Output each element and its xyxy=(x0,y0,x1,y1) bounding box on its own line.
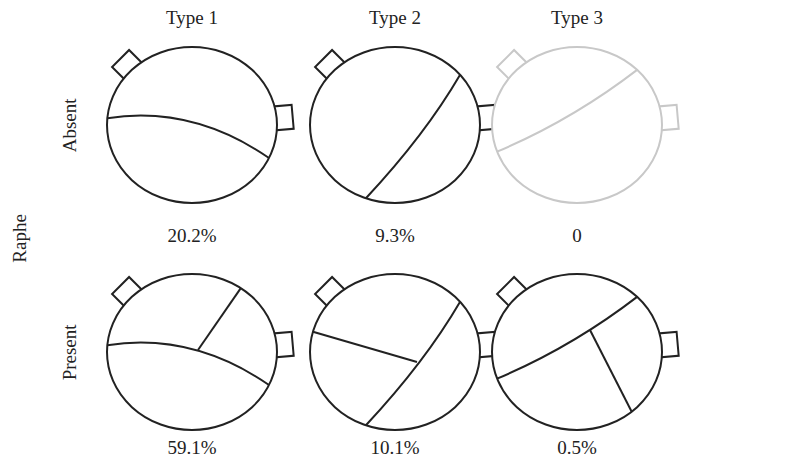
valve-annulus xyxy=(310,47,480,203)
valve-type2-present xyxy=(310,274,497,430)
valve-type2-absent xyxy=(310,47,497,203)
valve-type1-present xyxy=(107,274,294,430)
valve-annulus xyxy=(492,47,662,203)
valve-annulus xyxy=(492,274,662,430)
commissure-line xyxy=(107,343,269,385)
commissure-line xyxy=(107,116,269,158)
valve-type3-absent xyxy=(492,47,679,203)
commissure-line xyxy=(497,70,637,152)
commissure-line xyxy=(366,75,460,199)
raphe-line xyxy=(198,288,241,350)
column-header: Type 2 xyxy=(369,7,421,30)
percentage-value: 0.5% xyxy=(557,437,597,460)
percentage-value: 20.2% xyxy=(167,225,216,248)
raphe-line xyxy=(313,332,417,362)
axis-label: Raphe xyxy=(9,214,32,263)
percentage-value: 10.1% xyxy=(370,437,419,460)
raphe-line xyxy=(590,330,632,412)
valve-annulus xyxy=(107,274,277,430)
column-header: Type 1 xyxy=(166,7,218,30)
valve-annulus xyxy=(310,274,480,430)
percentage-value: 9.3% xyxy=(375,225,415,248)
row-label: Absent xyxy=(59,98,82,152)
column-header: Type 3 xyxy=(551,7,603,30)
percentage-value: 0 xyxy=(572,225,582,248)
valve-type1-absent xyxy=(107,47,294,203)
row-label: Present xyxy=(59,324,82,380)
valve-type3-present xyxy=(492,274,679,430)
commissure-line xyxy=(497,297,637,379)
percentage-value: 59.1% xyxy=(167,437,216,460)
commissure-line xyxy=(366,302,460,426)
valve-annulus xyxy=(107,47,277,203)
